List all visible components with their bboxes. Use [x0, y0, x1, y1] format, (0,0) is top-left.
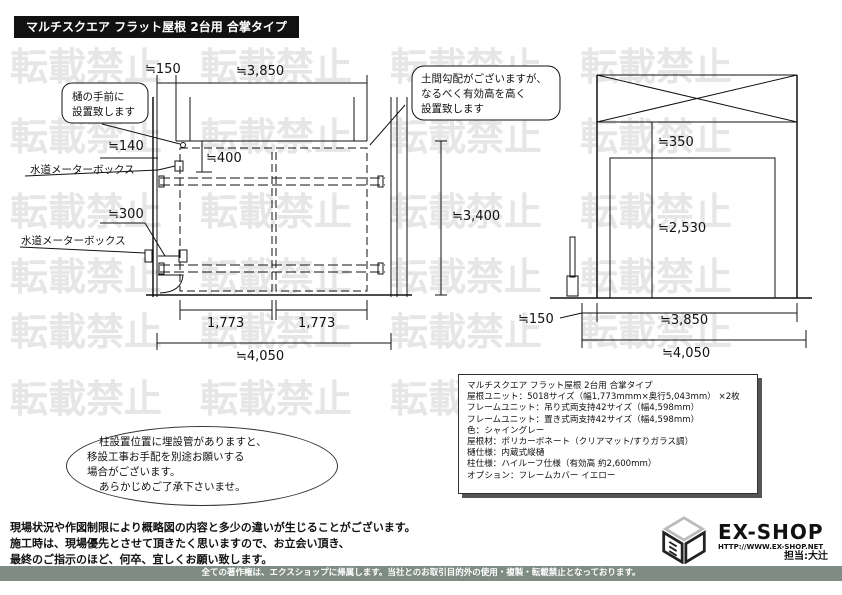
dim-3400: ≒3,400 — [452, 209, 500, 224]
note-line: あらかじめご了承下さいませ。 — [99, 481, 246, 493]
meter-box-1 — [174, 160, 184, 172]
dim-300: ≒300 — [108, 207, 144, 222]
staff-name: 担当:大辻 — [784, 551, 828, 562]
dim-1773-a: 1,773 — [207, 316, 244, 331]
meter-box-label-2: 水道メーターボックス — [21, 234, 126, 247]
box-logo-icon — [662, 516, 706, 564]
meter-box-label-1: 水道メーターボックス — [30, 163, 135, 176]
spec-line: 樋仕様：内蔵式縦樋 — [467, 448, 545, 459]
elevation-view — [550, 74, 812, 348]
svg-text:転載禁止 転載禁止 転載禁止 転載禁止: 転載禁止 転載禁止 転載禁止 転載禁止 — [10, 45, 732, 89]
dim-3850-elev: ≒3,850 — [660, 313, 708, 328]
svg-text:転載禁止 転載禁止 転載禁止 転載禁止: 転載禁止 転載禁止 転載禁止 転載禁止 — [10, 310, 732, 354]
spec-line: 色：シャイングレー — [467, 425, 545, 436]
note-line: 柱設置位置に埋設管がありますと、 — [99, 436, 267, 448]
callout-slope-box — [411, 65, 561, 121]
logo-url: HTTP://WWW.EX-SHOP.NET — [718, 543, 824, 551]
plan-labels: ≒150 ≒3,850 ≒140 ≒400 ≒300 1,773 1,773 ≒… — [21, 62, 547, 364]
dim-400: ≒400 — [206, 151, 242, 166]
callout-gutter-line1: 樋の手前に — [72, 90, 125, 103]
spec-line: フレームユニット：吊り式両支持42サイズ（幅4,598mm） — [467, 403, 700, 414]
callout-gutter-line2: 設置致します — [72, 105, 135, 118]
svg-text:転載禁止 転載禁止 転載禁止 転載禁止: 転載禁止 転載禁止 転載禁止 転載禁止 — [10, 255, 732, 299]
dim-4050: ≒4,050 — [236, 349, 284, 364]
disclaimer: 現場状況や作図制限により概略図の内容と多少の違いが生じることがございます。 施工… — [10, 520, 416, 568]
disclaimer-line: 最終のご指示のほど、何卒、宜しくお願い致します。 — [10, 553, 273, 566]
note-line: 場合がございます。 — [87, 466, 181, 478]
spec-line: 屋根ユニット：5018サイズ（幅1,773mmm×奥行5,043mm） ×2枚 — [467, 392, 740, 403]
spec-line: 屋根材：ポリカーボネート（クリアマット/すりガラス調） — [467, 437, 694, 448]
dim-4050-elev: ≒4,050 — [662, 346, 710, 361]
dim-140: ≒140 — [108, 139, 144, 154]
svg-text:転載禁止 転載禁止 転載禁止 転載禁止: 転載禁止 転載禁止 転載禁止 転載禁止 — [10, 190, 732, 234]
disclaimer-line: 現場状況や作図制限により概略図の内容と多少の違いが生じることがございます。 — [10, 521, 416, 534]
spec-box: マルチスクエア フラット屋根 2台用 合掌タイプ 屋根ユニット：5018サイズ（… — [458, 374, 758, 494]
gutter-point — [180, 142, 186, 148]
dim-150: ≒150 — [145, 62, 181, 77]
logo-name: EX-SHOP — [718, 520, 824, 544]
callout-slope-line1: 土間勾配がございますが、 — [421, 72, 547, 85]
meter-box-2 — [144, 249, 153, 263]
disclaimer-line: 施工時は、現場優先とさせて頂きたく思いますので、お立会い頂き、 — [10, 537, 350, 550]
spec-line: フレームユニット：置き式両支持42サイズ（幅4,598mm） — [467, 414, 700, 425]
spec-line: オプション：フレームカバー イエロー — [467, 470, 616, 481]
buried-pipe-note: 柱設置位置に埋設管がありますと、 移設工事お手配を別途お願いする 場合がございま… — [66, 426, 338, 506]
dim-350: ≒350 — [658, 135, 694, 150]
dim-150-elev: ≒150 — [518, 312, 554, 327]
copyright-footer: 全ての著作権は、エクスショップに帰属します。当社とのお取引目的外の使用・複製・転… — [0, 566, 842, 581]
gutter-drain — [158, 274, 184, 294]
spec-line: 柱仕様：ハイルーフ仕様（有効高 約2,600mm） — [467, 459, 657, 470]
dim-3850: ≒3,850 — [236, 64, 284, 79]
plan-view — [19, 65, 561, 350]
elevation-labels: ≒350 ≒2,530 ≒150 ≒3,850 ≒4,050 — [518, 135, 710, 361]
ex-shop-logo: EX-SHOP HTTP://WWW.EX-SHOP.NET 担当:大辻 — [656, 516, 836, 564]
page-title: マルチスクエア フラット屋根 2台用 合掌タイプ — [14, 16, 299, 38]
dim-2530: ≒2,530 — [658, 221, 706, 236]
dim-1773-b: 1,773 — [298, 316, 335, 331]
callout-gutter-box — [61, 82, 149, 124]
callout-slope-line2: なるべく有効高を高く — [421, 87, 526, 100]
callout-slope-line3: 設置致します — [421, 102, 484, 115]
note-line: 移設工事お手配を別途お願いする — [87, 451, 245, 463]
spec-line: マルチスクエア フラット屋根 2台用 合掌タイプ — [467, 381, 653, 391]
